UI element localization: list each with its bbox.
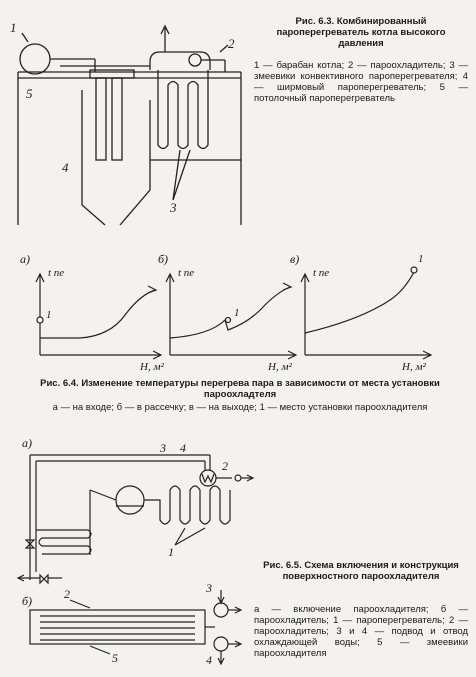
fig65-label-b-3: 3 (205, 581, 212, 595)
fig64-panel-b-xlabel: H, м² (268, 361, 292, 373)
fig64-panel-b-point: 1 (234, 307, 240, 319)
fig64-panel-b-ylabel: t пе (178, 267, 195, 279)
fig65-label-a-1: 1 (168, 545, 174, 559)
fig63-label-3: 3 (169, 200, 177, 215)
fig63-label-4: 4 (62, 160, 69, 175)
fig64-panel-c-tag: в) (290, 252, 300, 266)
fig64-panel-c-xlabel: H, м² (402, 361, 426, 373)
fig64-title: Рис. 6.4. Изменение температуры перегрев… (40, 378, 440, 400)
fig63-label-2: 2 (228, 36, 235, 51)
fig65-label-a-2: 2 (222, 459, 228, 473)
fig64-legend: а — на входе; б — в рассечку; в — на вых… (52, 402, 428, 413)
fig65-title: Рис. 6.5. Схема включения и конструкция … (263, 560, 459, 582)
fig64-panel-b-tag: б) (158, 252, 169, 266)
fig64-panel-a-tag: а) (20, 252, 30, 266)
fig63-label-5: 5 (26, 86, 33, 101)
fig65-label-b-2: 2 (64, 587, 70, 601)
fig64-panel-c-point: 1 (418, 253, 424, 265)
fig64-panel-a-ylabel: t пе (48, 267, 65, 279)
fig65-label-a-3: 3 (159, 441, 166, 455)
fig63-label-1: 1 (10, 20, 17, 35)
fig63-title: Рис. 6.3. Комбинированный пароперегреват… (276, 16, 446, 49)
fig65-label-b-4: 4 (206, 653, 212, 667)
fig65-label-b-5: 5 (112, 651, 118, 665)
fig65-tag-b: б) (22, 594, 33, 608)
fig63-legend: 1 — барабан котла; 2 — пароохладитель; 3… (254, 60, 468, 104)
fig65-legend: а — включение пароохладителя; б — пароох… (254, 604, 468, 659)
fig64-panel-c-ylabel: t пе (313, 267, 330, 279)
fig64-panel-a-xlabel: H, м² (140, 361, 164, 373)
fig65-tag-a: а) (22, 436, 32, 450)
fig65-label-a-4: 4 (180, 441, 186, 455)
fig64-panel-a-point: 1 (46, 309, 52, 321)
